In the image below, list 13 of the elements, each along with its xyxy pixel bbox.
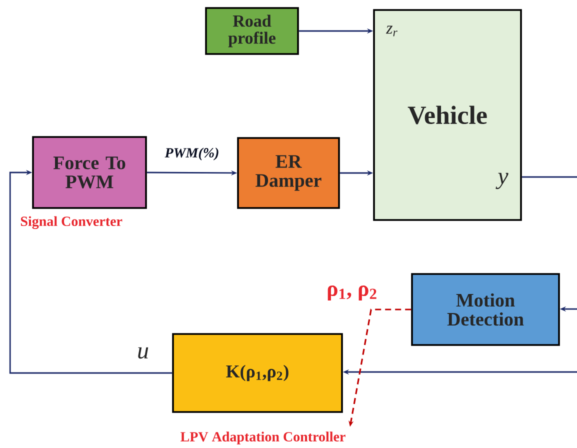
annotation-text: Signal Converter xyxy=(20,216,122,229)
process-box: Motion Detection xyxy=(411,273,560,346)
edge-label: PWM(%) xyxy=(164,146,220,162)
process-box: ER Damper xyxy=(237,137,340,209)
caption-text: LPV Adaptation Controller xyxy=(180,432,346,444)
process-box: Force To PWM xyxy=(32,136,147,209)
signal-label: u xyxy=(138,347,148,359)
arrow xyxy=(9,170,172,374)
process-box: K(ρ$_{1}$,ρ$_{2}$) xyxy=(172,333,343,413)
signal-label: z$_{r}$ xyxy=(386,26,398,36)
signal-label: y xyxy=(496,172,508,190)
edge-label: ρ$_{1}$, ρ$_{2}$ xyxy=(326,284,378,302)
process-box: Road profile xyxy=(205,7,299,55)
